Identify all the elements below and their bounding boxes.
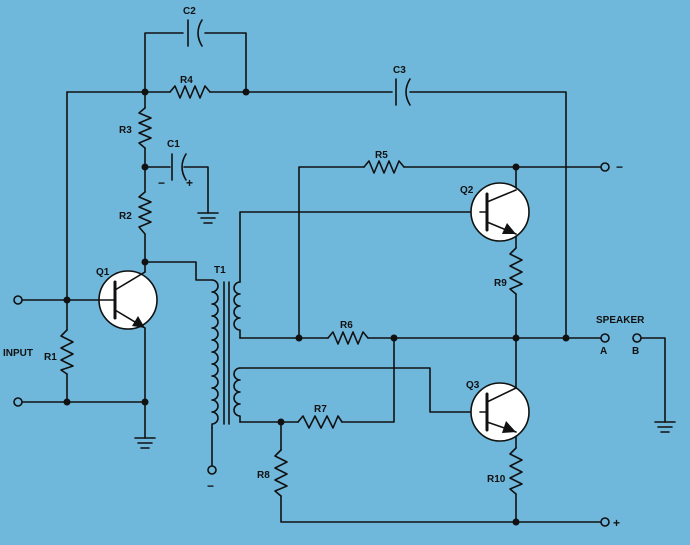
speaker-terminal-b [632, 333, 642, 343]
resistor-r4 [169, 85, 211, 99]
label-speaker: SPEAKER [596, 315, 645, 326]
label-q2: Q2 [460, 185, 474, 196]
label-r10: R10 [487, 474, 506, 485]
supply-plus-terminal [600, 517, 610, 527]
label-r7: R7 [314, 404, 327, 415]
resistor-r3 [138, 107, 152, 149]
label-r5: R5 [375, 150, 388, 161]
ground-icon-q1 [134, 437, 156, 449]
resistor-r1 [60, 329, 74, 375]
label-r6: R6 [340, 320, 353, 331]
label-r8: R8 [257, 470, 270, 481]
terminals [13, 162, 642, 527]
capacitor-c2 [187, 19, 203, 47]
label-r9: R9 [494, 278, 507, 289]
supply-minus-label: − [616, 160, 623, 174]
input-terminal-bottom [13, 397, 23, 407]
transistor-q1 [98, 270, 158, 330]
label-speaker-a: A [600, 346, 607, 357]
t1-minus-terminal [207, 465, 217, 475]
resistor-r5 [363, 160, 405, 174]
c1-plus-sign: + [186, 176, 193, 190]
transformer-t1 [211, 279, 241, 429]
supply-plus-label: + [613, 516, 620, 530]
capacitor-c1 [171, 153, 187, 181]
labels: C2 R4 C3 R3 C1 − + R2 R5 − Q2 Q1 T1 R9 S… [3, 6, 645, 530]
resistor-r8 [274, 449, 288, 497]
wires [17, 32, 666, 523]
supply-minus-terminal [600, 162, 610, 172]
resistor-r6 [327, 331, 369, 345]
label-r3: R3 [119, 125, 132, 136]
label-r1: R1 [44, 352, 57, 363]
label-c1: C1 [167, 139, 180, 150]
label-t1: T1 [214, 265, 226, 276]
speaker-terminal-a [600, 333, 610, 343]
input-terminal-top [13, 295, 23, 305]
transistor-q3 [470, 382, 530, 442]
capacitor-c3 [395, 78, 411, 106]
label-q1: Q1 [96, 267, 110, 278]
junction-dots [63, 88, 570, 526]
t1-minus-label: − [207, 479, 214, 493]
transistor-q2 [470, 182, 530, 242]
label-r2: R2 [119, 211, 132, 222]
c1-minus-sign: − [158, 176, 165, 190]
label-c2: C2 [183, 6, 196, 17]
label-c3: C3 [393, 65, 406, 76]
label-input: INPUT [3, 348, 33, 359]
label-r4: R4 [180, 75, 193, 86]
ground-icon-speaker [654, 421, 676, 433]
resistor-r7 [297, 415, 343, 429]
label-q3: Q3 [466, 380, 480, 391]
resistor-r10 [509, 447, 523, 495]
ground-icon-c1 [197, 212, 219, 224]
resistor-r9 [509, 247, 523, 295]
label-speaker-b: B [632, 346, 639, 357]
resistor-r2 [138, 191, 152, 235]
